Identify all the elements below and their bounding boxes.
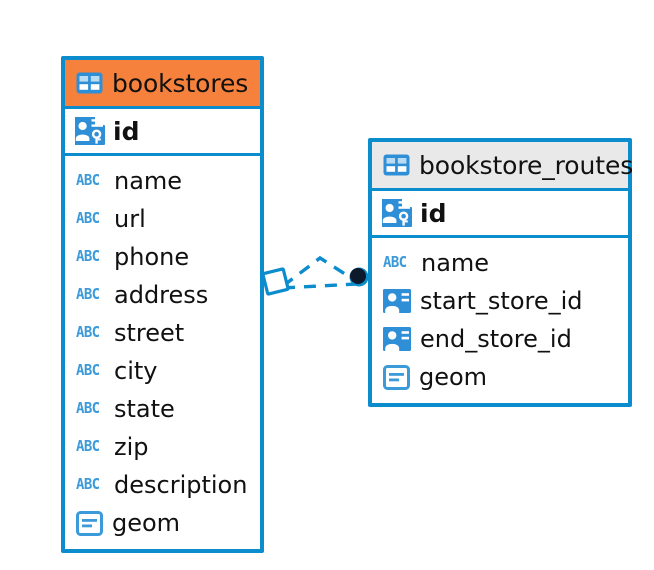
field-label: address: [114, 281, 209, 309]
abc-text-icon: ABC: [76, 324, 100, 342]
field-label: start_store_id: [420, 287, 583, 315]
relationship-line-upper: [281, 255, 357, 288]
abc-text-icon: ABC: [76, 438, 100, 456]
field-row[interactable]: ABC name: [65, 162, 260, 200]
field-row[interactable]: geom: [372, 358, 628, 396]
abc-text-icon: ABC: [76, 286, 100, 304]
abc-text-icon: ABC: [76, 210, 100, 228]
filled-circle-endpoint-icon: [349, 267, 369, 287]
field-row[interactable]: end_store_id: [372, 320, 628, 358]
field-label: street: [114, 319, 185, 347]
primary-key-icon: [75, 117, 105, 145]
field-label: phone: [114, 243, 190, 271]
abc-text-icon: ABC: [76, 362, 100, 380]
entity-title: bookstore_routes: [419, 150, 634, 180]
field-label: end_store_id: [420, 325, 572, 353]
field-list: ABC name start_store_id: [372, 238, 628, 403]
field-row[interactable]: ABC zip: [65, 428, 260, 466]
field-label: geom: [112, 509, 181, 537]
field-list: ABC name ABC url ABC phone ABC address A…: [65, 156, 260, 549]
geometry-icon: [383, 364, 410, 390]
entity-header[interactable]: bookstore_routes: [372, 142, 633, 191]
abc-text-icon: ABC: [76, 476, 100, 494]
geometry-icon: [76, 510, 103, 536]
abc-text-icon: ABC: [76, 172, 100, 190]
abc-text-icon: ABC: [383, 254, 407, 272]
table-grid-icon: [76, 72, 103, 94]
relationship-line-lower: [282, 282, 357, 290]
field-label: url: [114, 205, 146, 233]
field-row[interactable]: ABC street: [65, 314, 260, 352]
field-label: city: [114, 357, 158, 385]
primary-key-icon: [382, 199, 412, 227]
field-row[interactable]: start_store_id: [372, 282, 628, 320]
field-label: description: [114, 471, 248, 499]
field-row[interactable]: ABC address: [65, 276, 260, 314]
field-row[interactable]: ABC city: [65, 352, 260, 390]
field-label: state: [114, 395, 175, 423]
field-label: name: [114, 167, 183, 195]
entity-header[interactable]: bookstores: [65, 60, 260, 109]
field-row[interactable]: ABC state: [65, 390, 260, 428]
field-row[interactable]: ABC description: [65, 466, 260, 504]
primary-key-row[interactable]: id: [65, 109, 260, 156]
field-label: geom: [419, 363, 488, 391]
primary-key-label: id: [113, 116, 140, 146]
field-label: zip: [114, 433, 149, 461]
field-label: name: [421, 249, 490, 277]
entity-table-bookstores[interactable]: bookstores id ABC name ABC: [61, 56, 264, 553]
abc-text-icon: ABC: [76, 248, 100, 266]
table-grid-icon: [383, 154, 410, 176]
diamond-endpoint-icon: [261, 267, 290, 296]
foreign-key-icon: [383, 327, 411, 351]
entity-table-bookstore-routes[interactable]: bookstore_routes id ABC name: [368, 138, 633, 407]
entity-title: bookstores: [112, 68, 249, 98]
abc-text-icon: ABC: [76, 400, 100, 418]
field-row[interactable]: ABC url: [65, 200, 260, 238]
foreign-key-icon: [383, 289, 411, 313]
primary-key-row[interactable]: id: [372, 191, 628, 238]
field-row[interactable]: geom: [65, 504, 260, 542]
field-row[interactable]: ABC name: [372, 244, 628, 282]
field-row[interactable]: ABC phone: [65, 238, 260, 276]
primary-key-label: id: [420, 198, 447, 228]
